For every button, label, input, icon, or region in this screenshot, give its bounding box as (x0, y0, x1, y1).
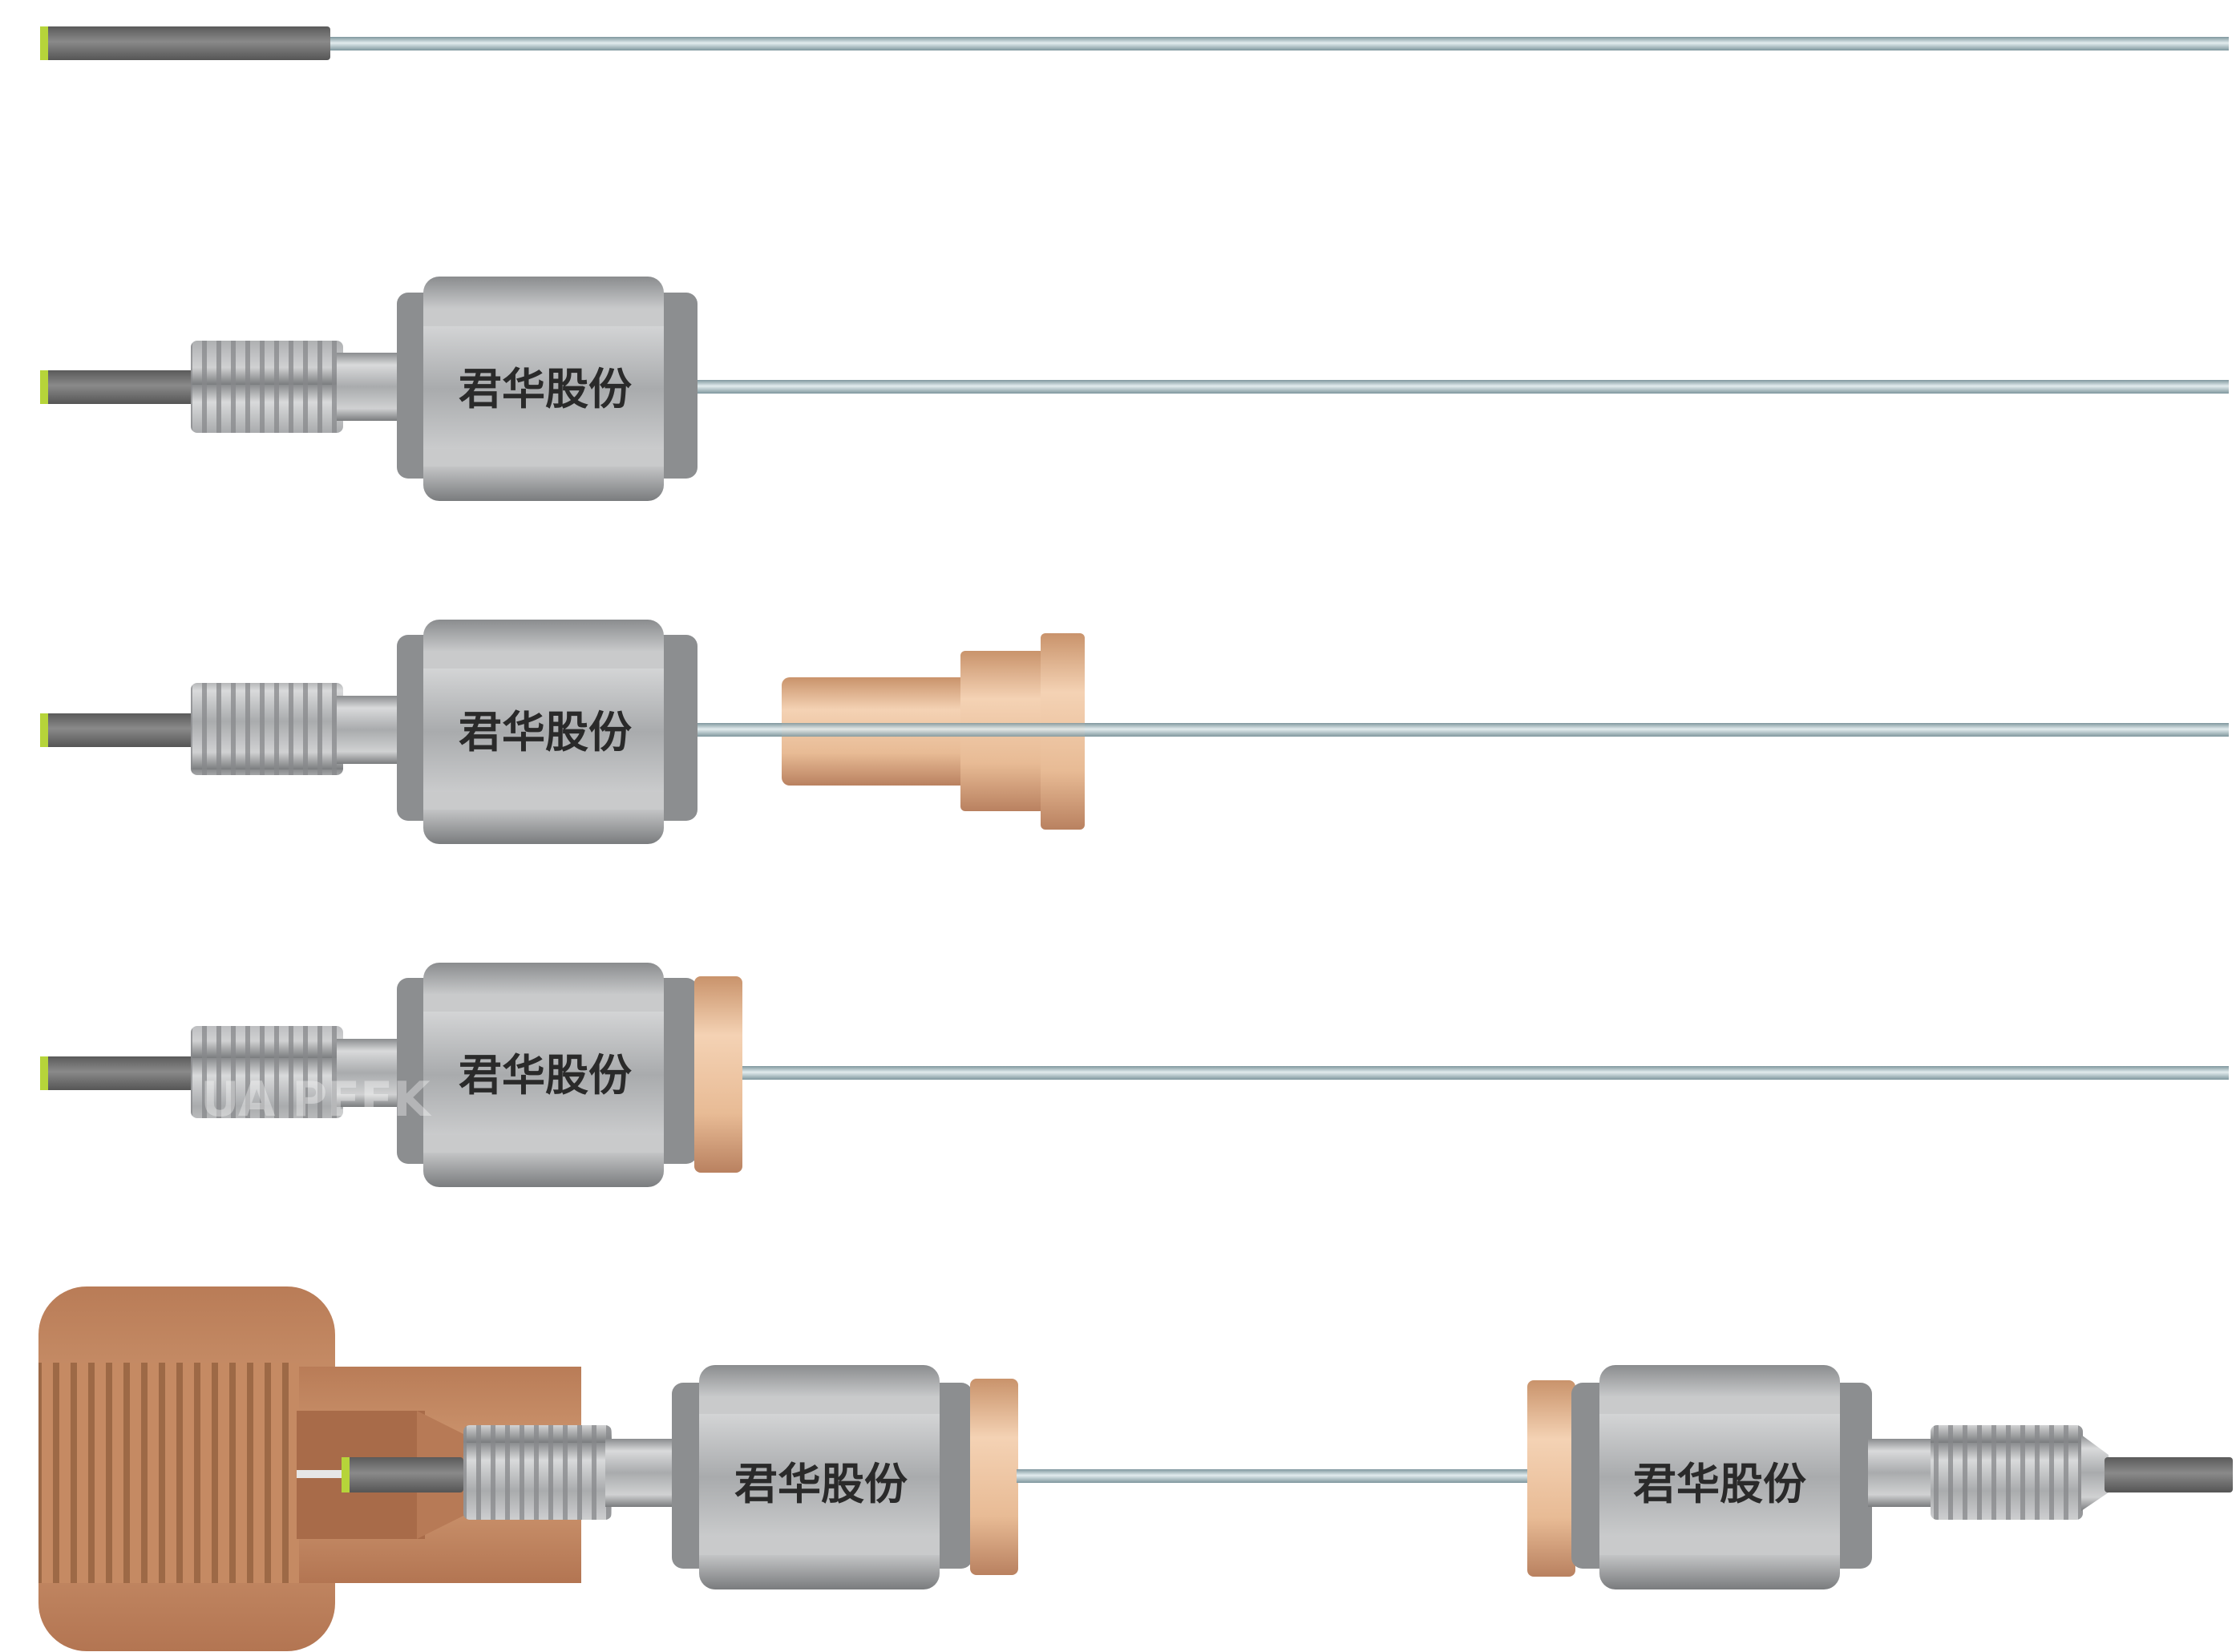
step-4: 君华股份 UA PEEK (40, 963, 2229, 1187)
threaded-stem (1931, 1425, 2083, 1520)
tubing (689, 380, 2229, 394)
nut-brand-label: 君华股份 (459, 1050, 632, 1101)
tubing-sleeve (42, 713, 202, 747)
tubing (325, 37, 2229, 50)
nut-brand-label: 君华股份 (459, 364, 632, 414)
nut-brand-label: 君华股份 (734, 1459, 908, 1509)
watermark: UA PEEK (200, 1072, 432, 1128)
threaded-stem (191, 683, 343, 775)
tubing-sleeve (42, 26, 330, 60)
step-1 (40, 26, 2229, 60)
tubing (738, 1066, 2229, 1080)
fitting-nut: 君华股份 (397, 963, 697, 1187)
tubing-sleeve (42, 370, 202, 404)
fitting-nut: 君华股份 (397, 620, 697, 844)
stem-collar (1868, 1439, 1936, 1507)
fitting-nut: 君华股份 (397, 277, 697, 501)
tubing-sleeve (42, 1056, 202, 1090)
stem-collar (605, 1439, 677, 1507)
sleeve-tip (40, 370, 48, 404)
stem-collar (337, 696, 401, 764)
step-2: 君华股份 (40, 277, 2229, 501)
ferrule (1527, 1380, 1575, 1577)
ferrule (782, 633, 1085, 830)
stem-collar (337, 353, 401, 421)
sleeve-tip (342, 1457, 350, 1492)
nut-brand-label: 君华股份 (1633, 1459, 1806, 1509)
tubing-sleeve (343, 1457, 463, 1492)
threaded-stem (191, 341, 343, 433)
step-3: 君华股份 (40, 620, 2229, 844)
tubing (1017, 1469, 1530, 1483)
ferrule (970, 1379, 1018, 1575)
ferrule (694, 976, 742, 1173)
step-5: 君华股份 君华股份 (38, 1286, 2233, 1651)
stem-taper (2081, 1435, 2109, 1511)
sleeve-tip (40, 713, 48, 747)
fitting-nut: 君华股份 (1571, 1365, 1872, 1589)
fitting-nut: 君华股份 (672, 1365, 972, 1589)
sleeve-tip (40, 26, 48, 60)
threaded-stem (463, 1425, 612, 1520)
nut-brand-label: 君华股份 (459, 707, 632, 757)
tubing-sleeve (2105, 1457, 2233, 1492)
sleeve-tip (40, 1056, 48, 1090)
